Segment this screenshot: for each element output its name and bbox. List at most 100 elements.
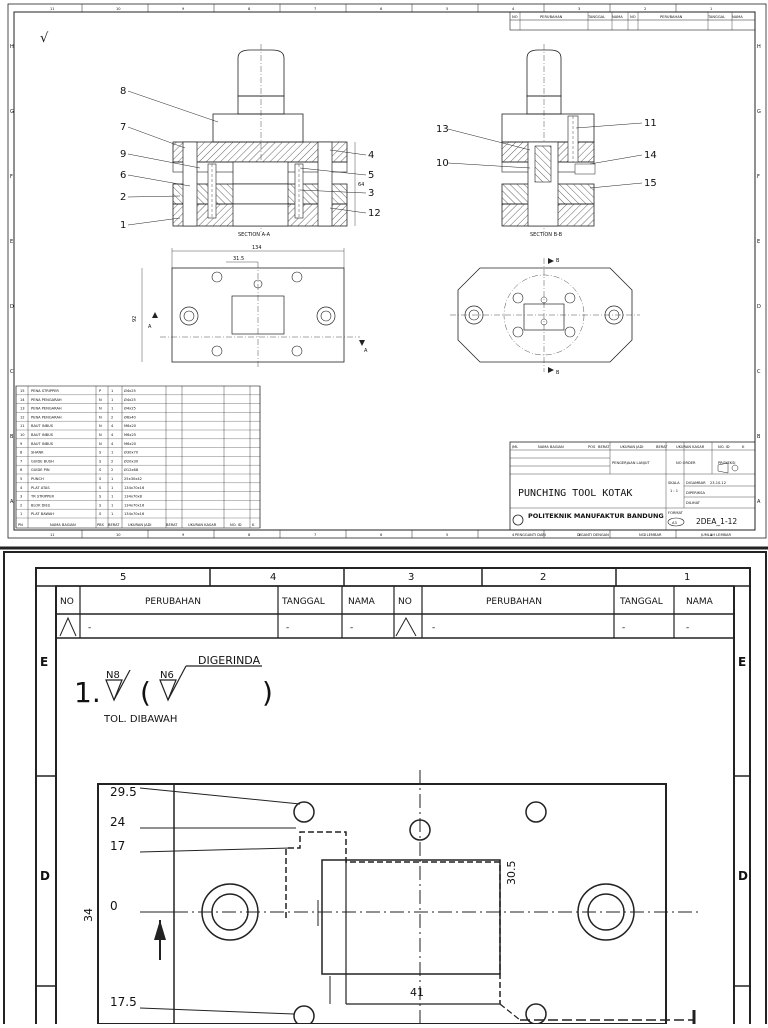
dim-top-height: 64 <box>358 182 364 188</box>
parts-list-header: NAMA BAGIAN <box>50 523 76 527</box>
title-block-header: POS <box>588 445 596 449</box>
section-mark-b-bottom: B <box>556 370 560 376</box>
svg-text:M6x20: M6x20 <box>124 442 137 446</box>
grid-row-label: E <box>10 239 13 245</box>
svg-text:9: 9 <box>20 442 23 446</box>
finish-paren-open: ( <box>140 676 151 709</box>
sheet-1-inner-border <box>13 11 756 531</box>
svg-text:BLOK DIES: BLOK DIES <box>31 503 51 507</box>
grid-col-label: 2 <box>644 7 646 11</box>
svg-text:Ø4x25: Ø4x25 <box>124 406 136 411</box>
grid-row-label-zoom: D <box>40 869 50 883</box>
section-b-b-view: SECTION B-B <box>501 44 596 238</box>
svg-text:PENA STRIPPER: PENA STRIPPER <box>31 389 59 393</box>
svg-text:1: 1 <box>111 407 113 411</box>
grid-row-label-zoom: D <box>738 869 748 883</box>
revision-header-zoom: NAMA <box>348 597 376 607</box>
svg-text:S: S <box>99 503 102 507</box>
grid-col-label: 6 <box>380 533 383 537</box>
dim-height-zoom: 30.5 <box>505 861 518 886</box>
grid-col-label: 10 <box>116 7 121 11</box>
grid-row-label: D <box>10 304 14 310</box>
svg-text:S: S <box>99 468 102 472</box>
section-a-a-view: 64 SECTION A-A <box>172 44 364 238</box>
svg-text:1: 1 <box>111 398 113 402</box>
grid-col-label: 7 <box>314 533 316 537</box>
dim-left-zoom: 24 <box>110 815 125 829</box>
svg-text:25x30x42: 25x30x42 <box>124 477 142 481</box>
grid-col-label: 11 <box>50 7 55 11</box>
revision-header: TANGGAL <box>707 15 725 19</box>
grid-row-label-zoom: E <box>738 655 746 669</box>
shank <box>237 49 285 97</box>
svg-text:134x70x16: 134x70x16 <box>124 486 145 490</box>
grid-col-label: 2 <box>644 533 646 537</box>
finish-paren-close: ) <box>262 676 273 709</box>
svg-text:PLAT BAWAH: PLAT BAWAH <box>31 512 54 516</box>
svg-text:BAUT INBUS: BAUT INBUS <box>31 424 54 428</box>
grid-col-label: 11 <box>50 533 55 537</box>
svg-text:TR STRIPPER: TR STRIPPER <box>30 495 54 499</box>
revision-header-zoom: NO <box>60 597 74 607</box>
svg-text:S: S <box>99 477 102 481</box>
side-dim-zoom: 34 <box>82 908 95 922</box>
dim-left-zoom: 29.5 <box>110 785 137 799</box>
svg-text:10: 10 <box>20 433 25 437</box>
svg-text:Ø6x40: Ø6x40 <box>124 414 137 419</box>
top-view-right: B B <box>450 258 640 376</box>
svg-text:5: 5 <box>20 477 22 481</box>
svg-text:15: 15 <box>20 389 25 393</box>
drawing-number: 2DEA_1-12 <box>696 517 737 526</box>
title-block-header: NAMA BAGIAN <box>538 445 564 449</box>
parts-list-header: K <box>252 523 255 527</box>
grid-row-label: F <box>10 174 13 180</box>
format-value: A3 <box>672 521 677 525</box>
svg-text:PLAT ATAS: PLAT ATAS <box>31 486 50 490</box>
callout-number: 5 <box>368 170 374 181</box>
svg-text:Ø4x25: Ø4x25 <box>124 388 136 393</box>
title-text: PUNCHING TOOL KOTAK <box>518 488 632 499</box>
grid-col-label: 8 <box>248 7 251 11</box>
approved-label: DILIHAT <box>686 501 701 505</box>
grid-row-label: C <box>10 369 14 375</box>
grid-row-label: C <box>757 369 761 375</box>
revision-header: NO <box>630 15 636 19</box>
callout-number: 6 <box>120 170 126 181</box>
title-block-header: NO. ID <box>718 445 730 449</box>
svg-text:N: N <box>99 398 102 402</box>
parts-list-header: UKURAN KASAR <box>188 523 217 527</box>
revision-header-zoom: TANGGAL <box>619 597 663 607</box>
title-block-footer: DIGANTI DENGAN <box>577 533 609 537</box>
tol-note: TOL. DIBAWAH <box>103 714 177 725</box>
grid-col-label-zoom: 4 <box>270 572 276 583</box>
svg-text:13: 13 <box>20 407 25 411</box>
institution-logo <box>512 514 524 526</box>
callout-number: 1 <box>120 220 126 231</box>
finish-note: DIGERINDA <box>198 654 261 667</box>
grid-col-label-zoom: 5 <box>120 572 126 583</box>
title-block-footer: JUMLAH LEMBAR <box>700 533 731 537</box>
checked-label: DIPERIKSA <box>686 491 706 495</box>
svg-text:8: 8 <box>20 451 23 455</box>
grid-col-label: 5 <box>446 533 448 537</box>
svg-text:N: N <box>99 407 102 411</box>
svg-text:N: N <box>99 415 102 419</box>
grid-row-label: F <box>757 174 760 180</box>
grid-col-label: 5 <box>446 7 448 11</box>
section-a-a-label: SECTION A-A <box>238 232 271 238</box>
revision-empty-cell: - <box>350 623 353 633</box>
svg-text:Ø12x68: Ø12x68 <box>124 467 139 472</box>
parts-list-header: NO. ID <box>230 523 242 527</box>
dim-height: 92 <box>132 316 138 322</box>
svg-text:1: 1 <box>111 486 113 490</box>
sheet-2-outer-border <box>3 551 767 1028</box>
